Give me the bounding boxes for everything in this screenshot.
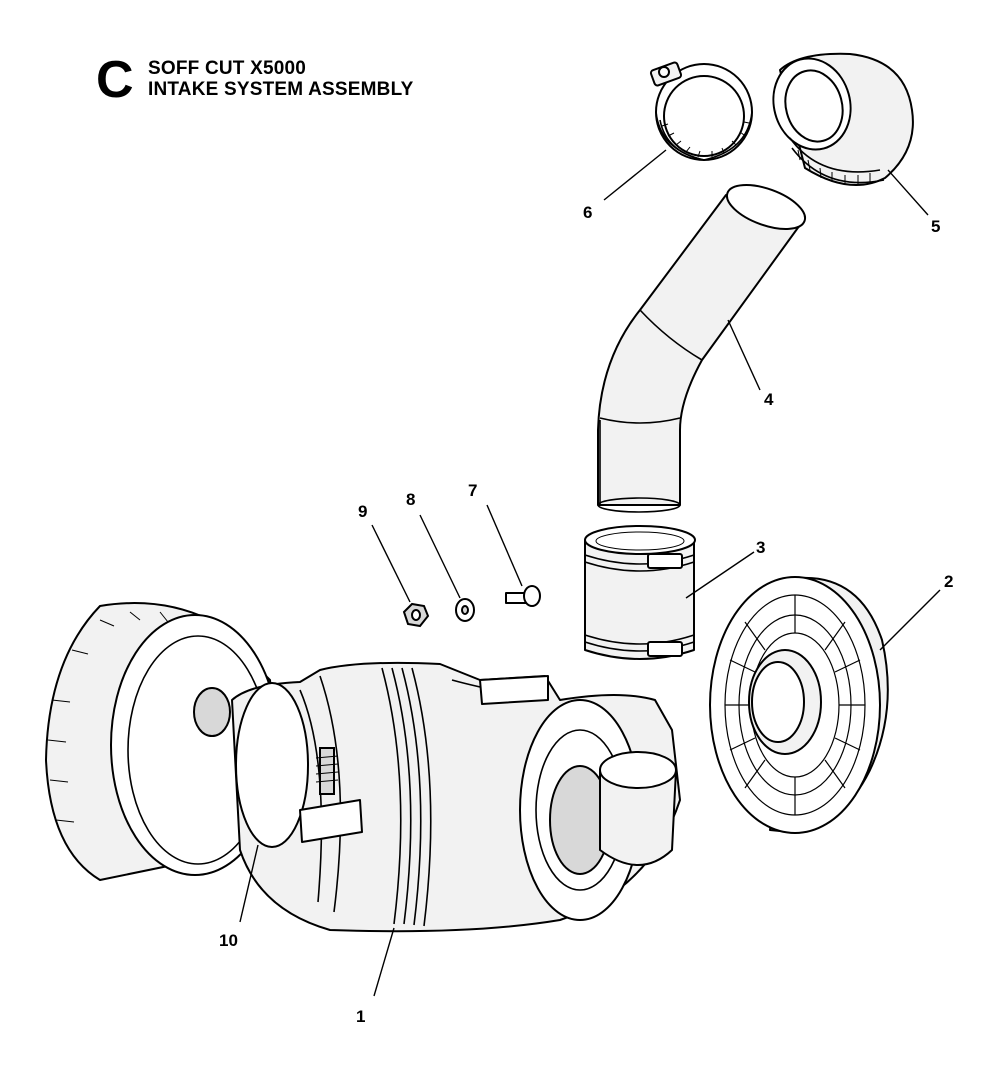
callout-3: 3	[756, 538, 765, 557]
part-1-filter-housing[interactable]	[231, 661, 681, 933]
callout-9: 9	[358, 502, 367, 521]
diagram-title-model: SOFF CUT X5000	[148, 58, 307, 79]
callout-7: 7	[468, 481, 477, 500]
callout-5: 5	[931, 217, 940, 236]
callout-8: 8	[406, 490, 415, 509]
part-4-intake-tube[interactable]	[597, 176, 811, 513]
callout-2: 2	[944, 572, 953, 591]
part-2-precleaner-cap[interactable]	[709, 576, 889, 834]
part-5-rubber-elbow[interactable]	[763, 50, 914, 187]
section-letter: C	[96, 51, 134, 109]
part-8-washer[interactable]	[455, 598, 475, 622]
callout-10: 10	[219, 931, 238, 950]
part-9-nut[interactable]	[402, 602, 430, 628]
diagram-title-assembly: INTAKE SYSTEM ASSEMBLY	[148, 79, 414, 100]
callout-1: 1	[356, 1007, 365, 1026]
part-7-bolt[interactable]	[505, 585, 541, 607]
callout-6: 6	[583, 203, 592, 222]
callout-4: 4	[764, 390, 774, 409]
part-6-hose-clamp[interactable]	[649, 61, 753, 161]
leader-lines	[239, 149, 941, 997]
part-3-coupling-sleeve[interactable]	[584, 525, 696, 660]
